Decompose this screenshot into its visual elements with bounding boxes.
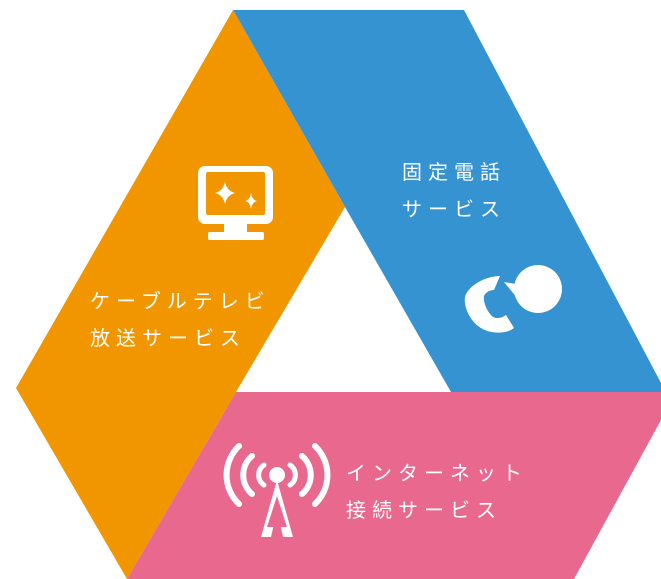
tv-label-line-1: ケーブルテレビ [90, 289, 271, 313]
phone-speech-bubble-icon [464, 265, 562, 333]
tv-monitor-icon [198, 166, 273, 240]
internet-service-segment [127, 392, 661, 579]
phone-service-label: 固定電話 サービス [402, 154, 506, 228]
net-label-line-1: インターネット [346, 461, 528, 485]
antenna-tower-icon [261, 467, 293, 537]
tv-service-label: ケーブルテレビ 放送サービス [90, 283, 271, 357]
tv-service-segment [16, 10, 345, 579]
antenna-signal-icon [223, 443, 331, 507]
phone-label-line-2: サービス [402, 197, 506, 221]
internet-service-label: インターネット 接続サービス [346, 455, 528, 529]
phone-label-line-1: 固定電話 [402, 160, 506, 184]
net-label-line-2: 接続サービス [346, 498, 502, 522]
tv-label-line-2: 放送サービス [90, 326, 246, 350]
